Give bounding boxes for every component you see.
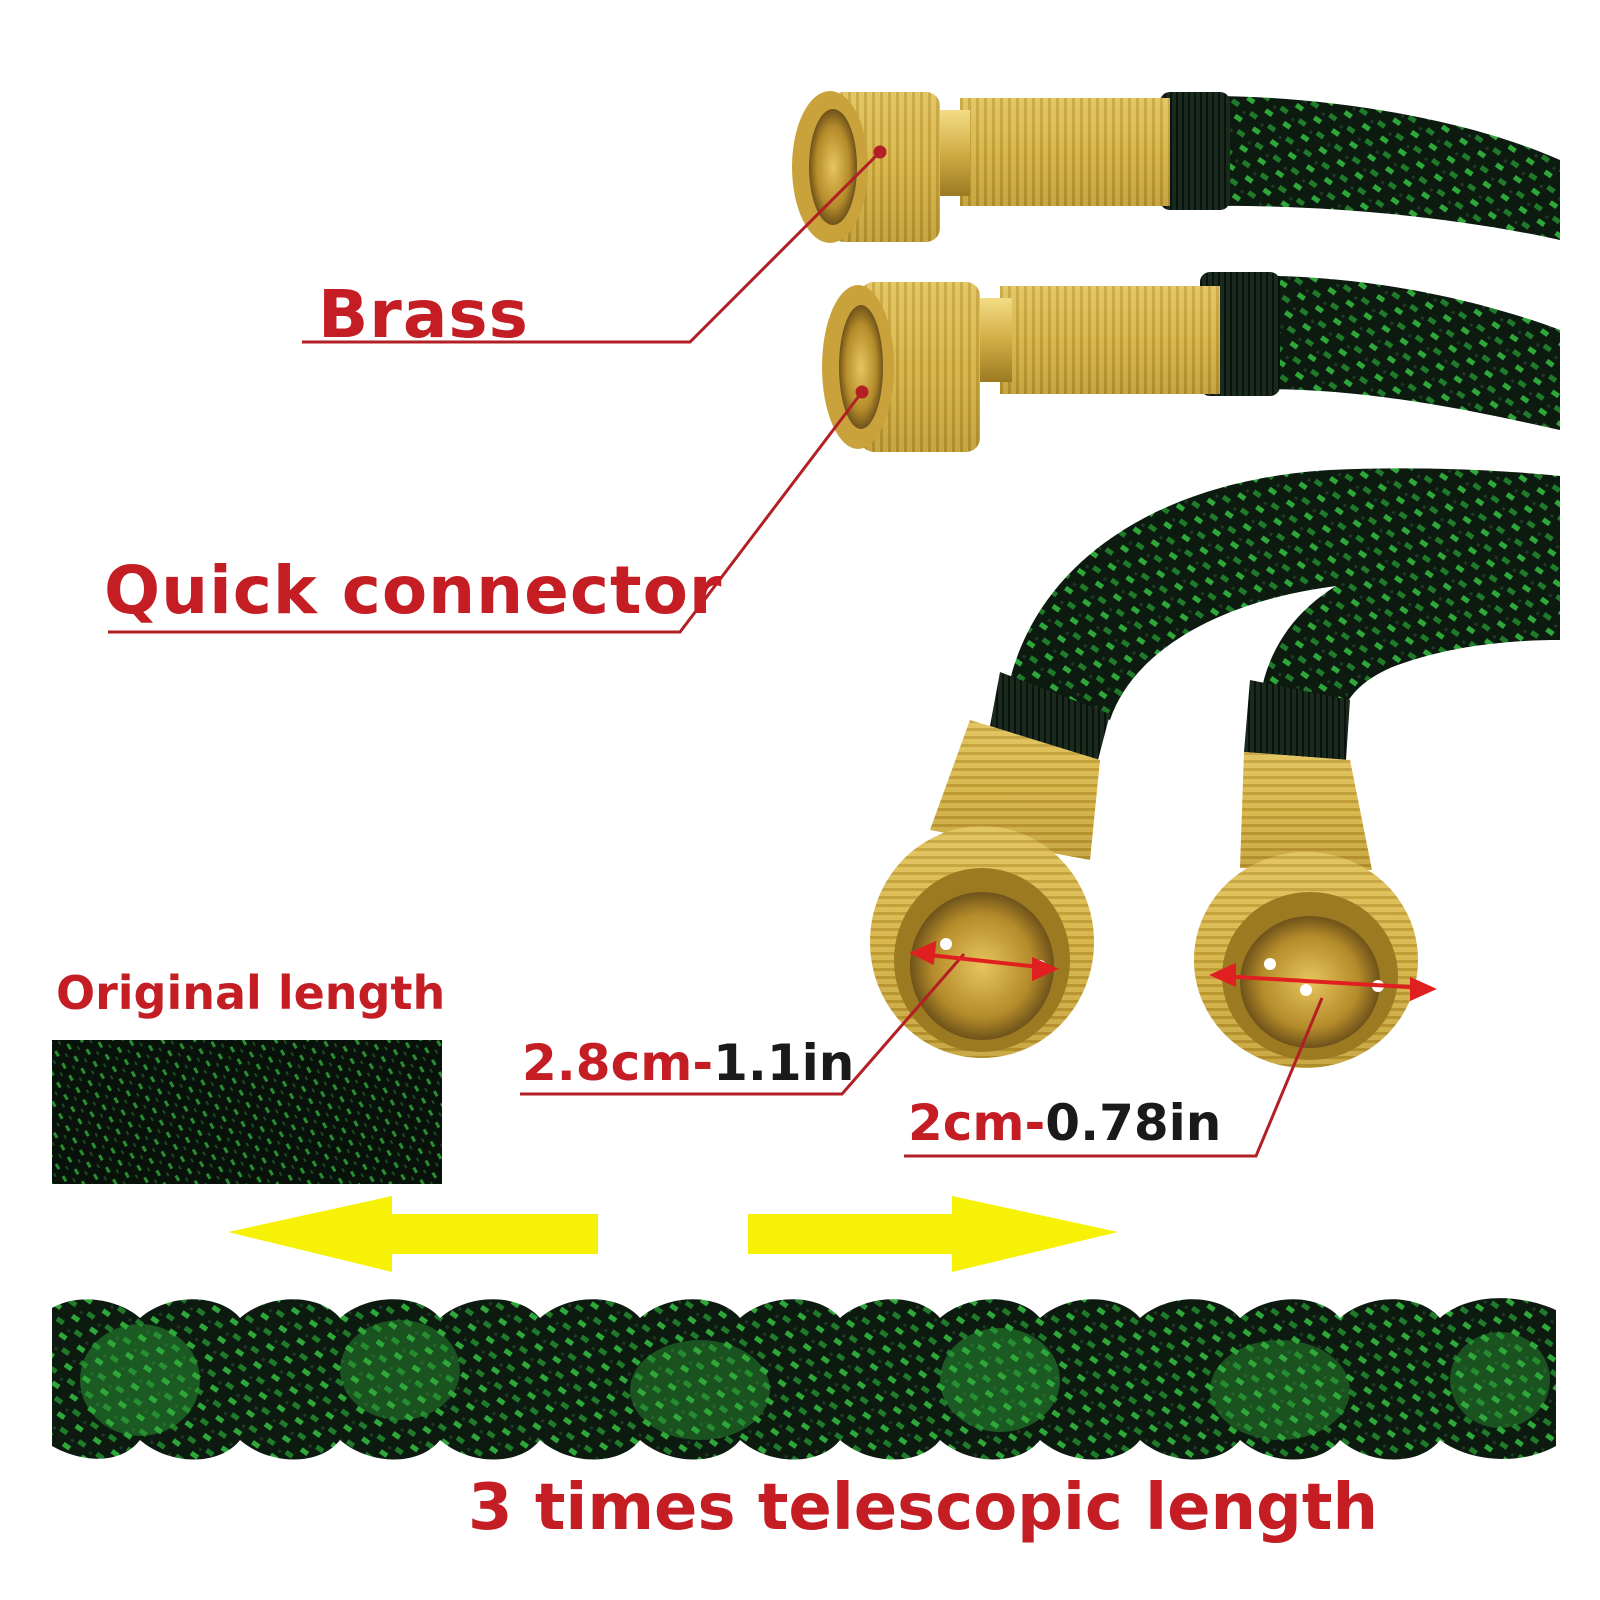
original-length-hose [52,1040,442,1184]
dimension-arrow-small [1209,962,1437,1002]
arrow-right-icon [748,1196,1118,1272]
large-diameter-label: 2.8cm-1.1in [522,1038,854,1088]
large-diameter-imperial: 1.1in [713,1034,855,1092]
small-diameter-label: 2cm-0.78in [908,1098,1221,1148]
small-diameter-imperial: 0.78in [1045,1094,1222,1152]
telescopic-hose [52,1298,1556,1460]
telescopic-length-label: 3 times telescopic length [468,1471,1378,1545]
quick-connector-label: Quick connector [104,552,723,629]
hose-curve-small [1194,549,1560,1068]
callout-lines [108,145,1324,1158]
original-length-label: Original length [56,966,446,1020]
hose-top-lower [822,272,1560,452]
hose-top-upper [792,91,1560,243]
small-diameter-metric: 2cm- [908,1094,1046,1152]
brass-label: Brass [318,276,529,353]
hose-curve-large [870,468,1560,1058]
dimension-arrow-large [909,940,1059,982]
arrow-left-icon [228,1196,598,1272]
large-diameter-metric: 2.8cm- [522,1034,714,1092]
